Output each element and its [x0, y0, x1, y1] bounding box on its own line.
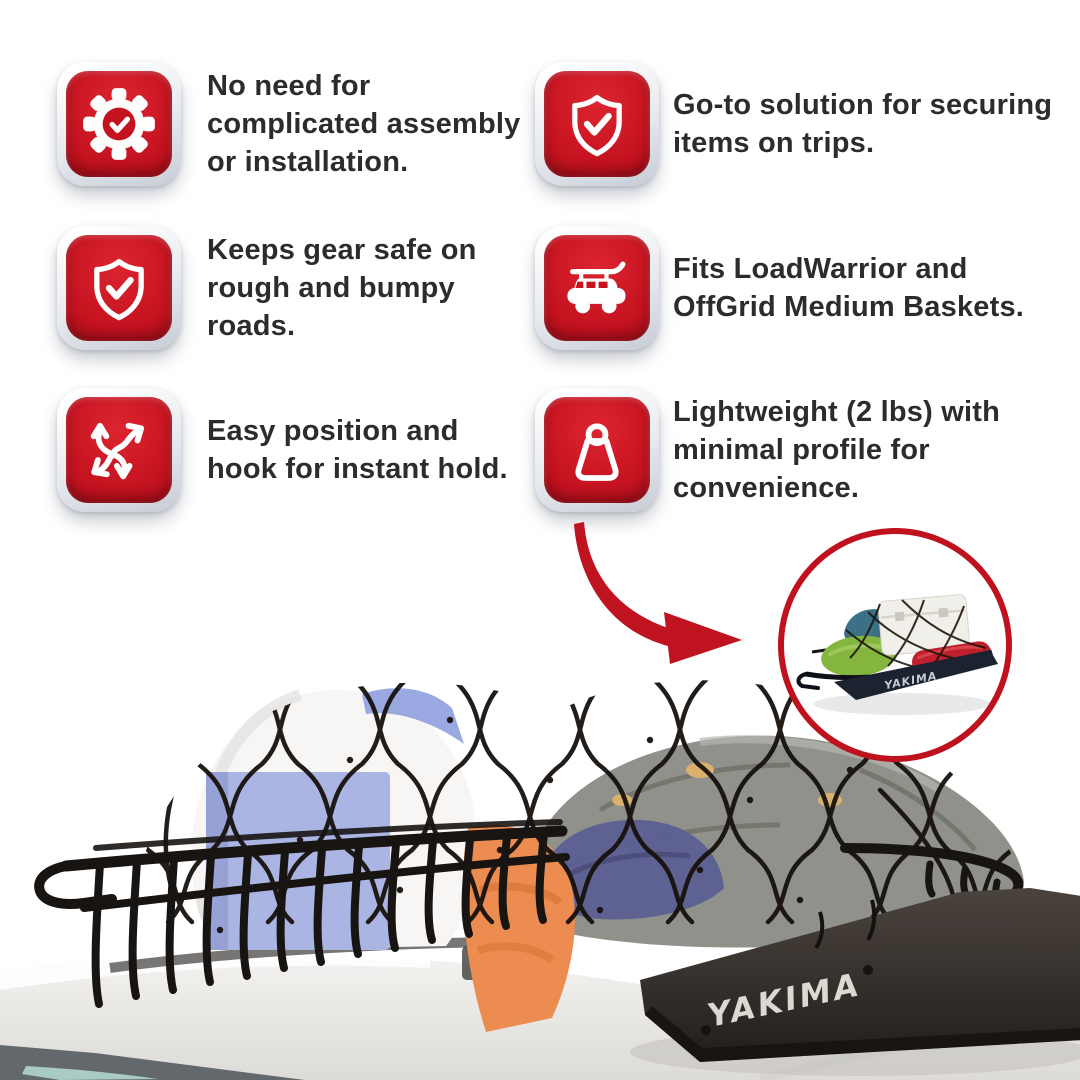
feature-text-line: or installation.	[207, 146, 409, 178]
feature-text-line: Easy position and	[207, 415, 459, 447]
feature-text: Keeps gear safe on rough and bumpy roads…	[207, 231, 477, 345]
shield-check-icon	[572, 94, 622, 157]
icon-face	[66, 71, 172, 177]
car-roof-rack-icon	[567, 261, 626, 314]
feature-icon-tile	[535, 62, 659, 186]
product-photo-illustration: YAKIMA	[0, 680, 1080, 1080]
inset-product-illustration: YAKIMA	[796, 594, 998, 715]
feature-text-line: No need for	[207, 70, 371, 102]
feature-text-line: Lightweight (2 lbs) with	[673, 396, 1000, 428]
weight-icon	[575, 423, 619, 481]
feature-text: Go-to solution for securing items on tri…	[673, 86, 1052, 162]
feature-text-line: hook for instant hold.	[207, 453, 508, 485]
icon-face	[66, 397, 172, 503]
feature-text: Fits LoadWarrior and OffGrid Medium Bask…	[673, 250, 1024, 326]
feature-text-line: convenience.	[673, 472, 860, 504]
icon-face	[66, 235, 172, 341]
feature-text-line: minimal profile for	[673, 434, 930, 466]
gear-check-icon	[83, 88, 155, 160]
feature-callout-assembly: No need for complicated assembly or inst…	[57, 62, 527, 186]
feature-text-line: rough and bumpy	[207, 272, 455, 304]
feature-text: Lightweight (2 lbs) with minimal profile…	[673, 393, 1000, 507]
feature-text-line: Go-to solution for securing	[673, 89, 1053, 121]
feature-icon-tile	[57, 62, 181, 186]
feature-text-line: Keeps gear safe on	[207, 234, 477, 266]
feature-text-line: Fits LoadWarrior and	[673, 253, 968, 285]
feature-icon-tile	[57, 226, 181, 350]
product-inset-circle: YAKIMA	[778, 528, 1012, 762]
feature-callout-safe-gear: Keeps gear safe on rough and bumpy roads…	[57, 226, 527, 350]
crossed-arrows-icon	[90, 422, 145, 480]
feature-icon-tile	[535, 388, 659, 512]
feature-callout-fits-baskets: Fits LoadWarrior and OffGrid Medium Bask…	[535, 226, 1080, 350]
feature-callout-lightweight: Lightweight (2 lbs) with minimal profile…	[535, 388, 1080, 512]
feature-callout-easy-position: Easy position and hook for instant hold.	[57, 388, 537, 512]
basket-fairing: YAKIMA	[630, 888, 1080, 1076]
icon-face	[544, 235, 650, 341]
feature-text: Easy position and hook for instant hold.	[207, 412, 508, 488]
feature-text-line: complicated assembly	[207, 108, 521, 140]
feature-icon-tile	[535, 226, 659, 350]
feature-text: No need for complicated assembly or inst…	[207, 67, 520, 181]
feature-text-line: OffGrid Medium Baskets.	[673, 291, 1025, 323]
icon-face	[544, 71, 650, 177]
icon-face	[544, 397, 650, 503]
feature-callout-securing: Go-to solution for securing items on tri…	[535, 62, 1080, 186]
shield-check-icon	[94, 258, 144, 321]
feature-text-line: items on trips.	[673, 127, 875, 159]
feature-text-line: roads.	[207, 310, 296, 342]
feature-icon-tile	[57, 388, 181, 512]
roof-basket-frame	[34, 819, 1024, 1008]
curved-arrow-icon	[574, 522, 742, 664]
